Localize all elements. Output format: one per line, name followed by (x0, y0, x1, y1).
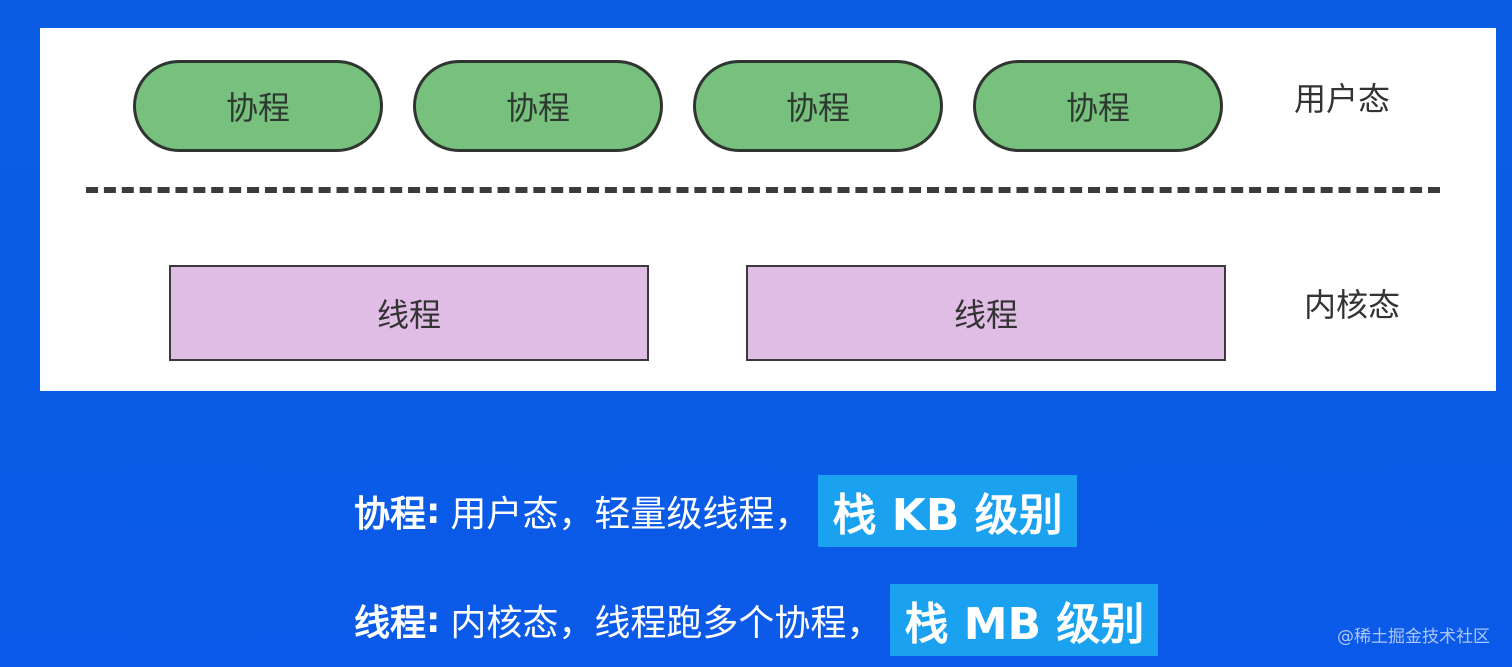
caption-colon: : (426, 599, 441, 641)
caption-description: 内核态，线程跑多个协程， (450, 603, 883, 644)
coroutine-box: 协程 (413, 60, 663, 152)
caption-description: 用户态，轻量级线程， (450, 494, 811, 535)
caption-highlight: 栈 KB 级别 (818, 475, 1077, 547)
thread-caption: 线程 : 内核态，线程跑多个协程， 栈 MB 级别 (354, 584, 1159, 656)
thread-box: 线程 (746, 265, 1226, 361)
diagram-panel: 协程 协程 协程 协程 用户态 线程 线程 内核态 (40, 28, 1496, 391)
watermark: @稀土掘金技术社区 (1337, 627, 1490, 647)
user-space-label: 用户态 (1294, 80, 1391, 118)
coroutine-box: 协程 (973, 60, 1223, 152)
layer-divider (86, 187, 1440, 193)
caption-highlight: 栈 MB 级别 (890, 584, 1159, 656)
coroutine-box: 协程 (693, 60, 943, 152)
caption-term: 线程 (354, 603, 427, 644)
coroutine-box: 协程 (133, 60, 383, 152)
caption-colon: : (426, 490, 441, 532)
coroutine-caption: 协程 : 用户态，轻量级线程， 栈 KB 级别 (354, 475, 1077, 547)
caption-term: 协程 (354, 494, 427, 535)
thread-box: 线程 (169, 265, 649, 361)
kernel-space-label: 内核态 (1304, 286, 1401, 324)
